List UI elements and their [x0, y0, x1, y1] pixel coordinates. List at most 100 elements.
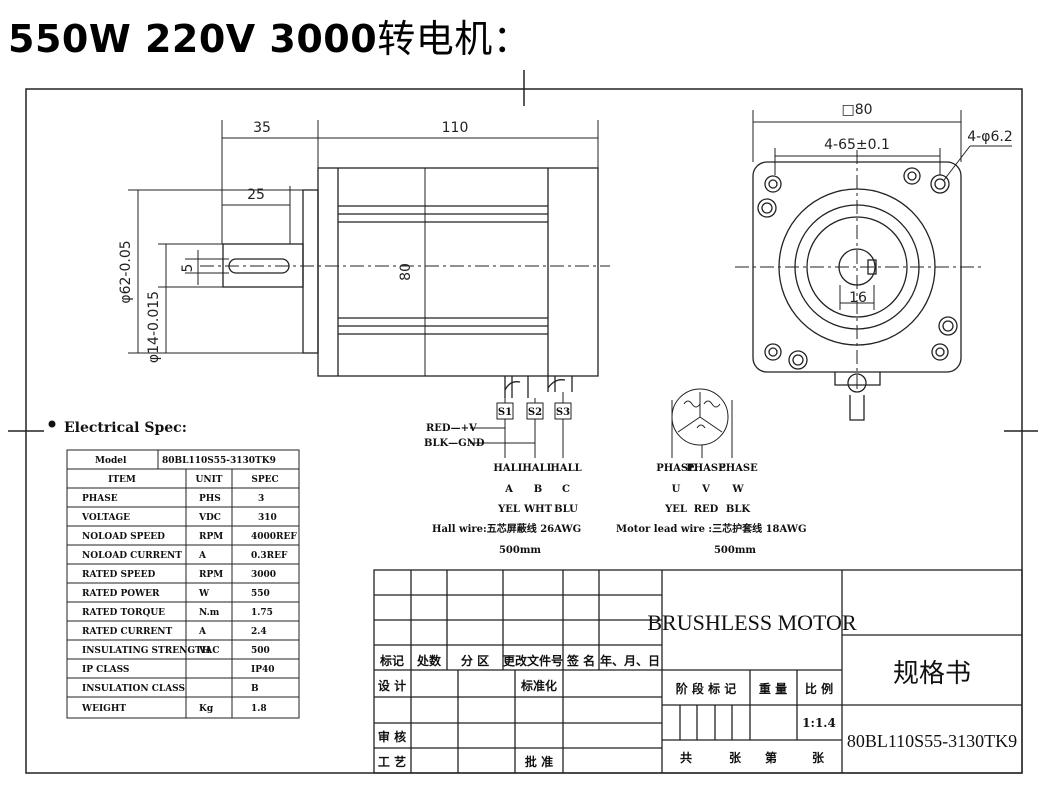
dim-5: 5 [180, 264, 196, 273]
spec-row-value: 500 [251, 646, 270, 656]
spec-row-item: RATED SPEED [82, 570, 155, 580]
tb-scale: 比 例 [805, 681, 833, 696]
spec-row-item: INSULATION CLASS [82, 684, 185, 694]
tb-approve: 批 准 [525, 754, 553, 769]
hall-color-b: WHT [523, 504, 553, 515]
spec-row-unit: VAC [198, 646, 219, 656]
hall-letter-b: B [534, 484, 542, 495]
tb-count: 处数 [416, 653, 442, 668]
title-main: 550W 220V 3000 [8, 17, 378, 61]
phase-letter-w: W [731, 484, 744, 495]
tb-standard: 标准化 [520, 678, 557, 693]
title-cn: 转电机： [377, 17, 532, 61]
spec-row-value: 1.8 [251, 704, 267, 714]
hall-letter-a: A [504, 484, 513, 495]
tb-stage: 阶 段 标 记 [676, 681, 737, 696]
hall-wiring [470, 392, 572, 458]
tb-craft: 工 艺 [378, 754, 406, 769]
front-view [735, 110, 1012, 421]
phase-letter-u: U [672, 484, 681, 495]
spec-row-unit: W [198, 589, 210, 599]
spec-row-value: 2.4 [251, 627, 267, 637]
spec-row-value: 4000REF [251, 532, 297, 542]
tb-zone: 分 区 [461, 653, 489, 668]
dim-35: 35 [253, 120, 271, 136]
dim-phi14: φ14-0.015 [146, 291, 162, 363]
spec-heading: Electrical Spec: [64, 420, 187, 436]
hall-wire-length: 500mm [499, 545, 541, 556]
tb-sign: 签 名 [566, 653, 595, 668]
spec-row-value: 0.3REF [251, 551, 288, 561]
tb-sheet: 张 [812, 750, 825, 765]
spec-table [66, 449, 300, 719]
spec-row-value: IP40 [251, 665, 275, 675]
tb-product: BRUSHLESS MOTOR [647, 610, 857, 635]
spec-row-unit: PHS [199, 494, 221, 504]
tb-no: 第 [765, 750, 777, 765]
dim-hole: 4-φ6.2 [967, 129, 1012, 145]
tb-model: 80BL110S55-3130TK9 [847, 731, 1017, 751]
spec-row-item: RATED TORQUE [82, 608, 165, 618]
dim-110: 110 [442, 120, 469, 136]
motor-flange [302, 189, 319, 354]
hall-label-b: HALL [522, 463, 553, 474]
page-title: 550W 220V 3000转电机： [8, 8, 531, 63]
phase-label-u: PHASE [656, 463, 696, 474]
spec-row-item: NOLOAD SPEED [82, 532, 165, 542]
spec-row-unit: A [198, 551, 207, 561]
phase-label-w: PHASE [718, 463, 758, 474]
dim-square-80: □80 [841, 102, 872, 118]
hall-s2: S2 [528, 407, 542, 418]
dim-65: 4-65±0.1 [824, 137, 890, 153]
hall-label-c: HALL [550, 463, 581, 474]
phase-color-w: BLK [726, 504, 750, 515]
tb-date: 年、月、日 [600, 653, 660, 668]
motor-body [317, 167, 599, 377]
spec-bullet [48, 420, 56, 428]
hall-s3: S3 [556, 407, 570, 418]
spec-row-item: PHASE [82, 494, 118, 504]
motor-wire-length: 500mm [714, 545, 756, 556]
spec-header-spec: SPEC [251, 475, 278, 485]
motor-wiring [671, 388, 733, 458]
spec-row-item: VOLTAGE [81, 513, 130, 523]
spec-header-item: ITEM [108, 475, 136, 485]
tb-scale-value: 1:1.4 [802, 716, 836, 730]
tb-sheets: 张 [729, 750, 742, 765]
side-view [128, 120, 610, 398]
hall-label-a: HALL [493, 463, 524, 474]
spec-row-unit: VDC [198, 513, 221, 523]
tb-doc-name: 规格书 [893, 659, 971, 689]
dim-16: 16 [849, 290, 867, 306]
spec-row-item: RATED POWER [82, 589, 160, 599]
spec-row-value: 3 [258, 494, 264, 504]
dim-phi62: φ62-0.05 [118, 240, 134, 303]
spec-row-value: 550 [251, 589, 270, 599]
spec-row-item: INSULATING STRENGTH [82, 646, 211, 656]
dim-80: 80 [398, 263, 414, 281]
hall-s1: S1 [498, 407, 512, 418]
hall-color-c: BLU [554, 504, 578, 515]
spec-row-unit: N.m [199, 608, 220, 618]
spec-row-item: NOLOAD CURRENT [82, 551, 182, 561]
phase-label-v: PHASE [686, 463, 726, 474]
spec-row-unit: RPM [199, 532, 223, 542]
tb-mark: 标记 [379, 653, 404, 668]
motor-wire-spec: Motor lead wire :三芯护套线 18AWG [616, 522, 807, 535]
spec-row-value: B [251, 684, 259, 694]
spec-header-unit: UNIT [196, 475, 223, 485]
wire-red: RED—+V [426, 423, 477, 434]
hall-wire-spec: Hall wire:五芯屏蔽线 26AWG [432, 522, 581, 535]
phase-letter-v: V [701, 484, 710, 495]
spec-model-value: 80BL110S55-3130TK9 [162, 456, 276, 466]
tb-weight: 重 量 [759, 681, 787, 696]
spec-row-unit: A [198, 627, 207, 637]
phase-color-u: YEL [664, 504, 687, 515]
phase-color-v: RED [694, 504, 719, 515]
spec-row-item: WEIGHT [81, 704, 126, 714]
tb-review: 审 核 [378, 729, 406, 744]
dim-25: 25 [247, 187, 265, 203]
spec-row-item: RATED CURRENT [82, 627, 173, 637]
wire-blk: BLK—GND [424, 438, 485, 449]
